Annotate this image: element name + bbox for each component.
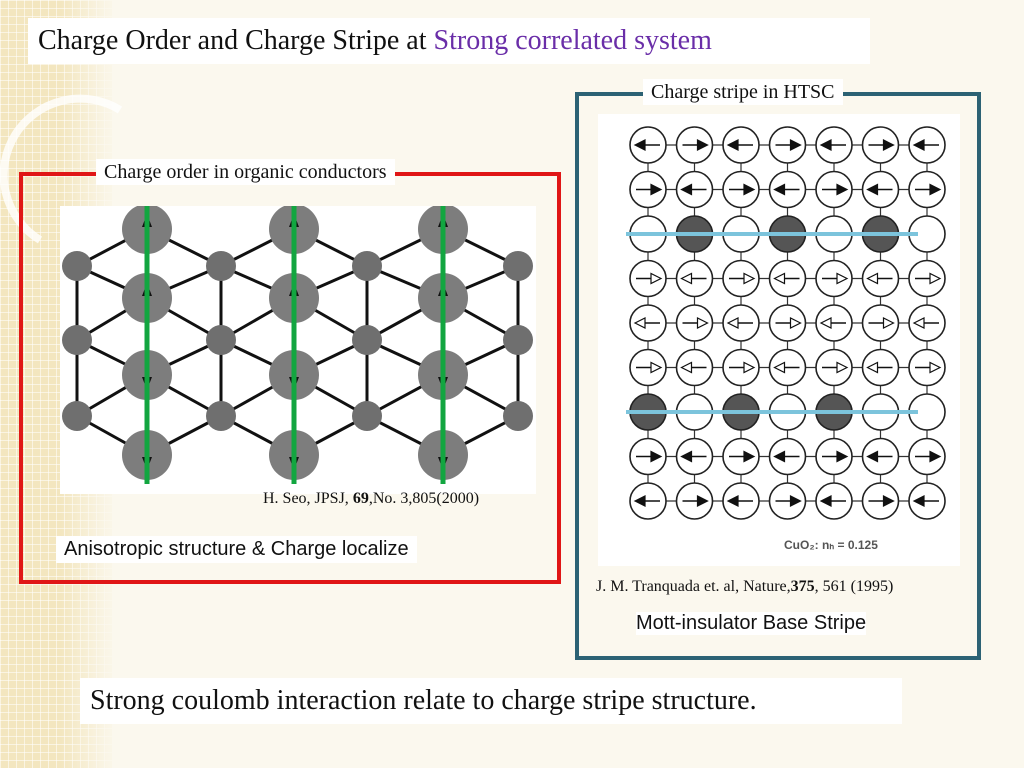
- spin-arrow-head: [929, 361, 942, 374]
- htsc-stripe-figure: CuO₂: nₕ = 0.125: [598, 114, 960, 566]
- spin-arrow-head: [819, 317, 832, 329]
- bottom-statement: Strong coulomb interaction relate to cha…: [80, 678, 902, 724]
- spin-arrow-head: [819, 495, 832, 507]
- spin-arrow-head: [743, 272, 756, 285]
- spin-arrow-head: [696, 317, 709, 329]
- spin-arrow-head: [743, 183, 756, 196]
- spin-arrow-head: [633, 317, 646, 329]
- spin-arrow-head: [836, 361, 849, 374]
- spin-arrow-head: [650, 272, 663, 285]
- spin-arrow-head: [726, 317, 739, 329]
- spin-arrow-head: [789, 495, 802, 507]
- spin-arrow-head: [929, 272, 942, 285]
- spin-arrow-head: [680, 183, 693, 196]
- htsc-stripe-diagram: [626, 126, 946, 520]
- spin-arrow-head: [743, 361, 756, 374]
- neutral-site: [503, 401, 533, 431]
- neutral-site: [62, 401, 92, 431]
- spin-arrow-head: [882, 317, 895, 329]
- spin-arrow-head: [789, 139, 802, 151]
- organic-citation: H. Seo, JPSJ, 69,No. 3,805(2000): [263, 490, 479, 508]
- neutral-site: [206, 251, 236, 281]
- slide-title: Charge Order and Charge Stripe at Strong…: [28, 18, 870, 64]
- spin-arrow-head: [929, 183, 942, 196]
- htsc-citation-pages: , 561 (1995): [814, 578, 894, 595]
- organic-lattice-figure: [60, 202, 536, 494]
- neutral-site: [352, 251, 382, 281]
- spin-arrow-head: [650, 183, 663, 196]
- title-accent: Strong correlated system: [433, 25, 712, 56]
- spin-arrow-head: [866, 450, 879, 463]
- htsc-panel-label: Charge stripe in HTSC: [643, 79, 843, 105]
- spin-arrow-head: [819, 139, 832, 151]
- spin-arrow-head: [650, 450, 663, 463]
- organic-citation-text: H. Seo, JPSJ,: [263, 490, 353, 507]
- spin-arrow-head: [929, 450, 942, 463]
- htsc-citation: J. M. Tranquada et. al, Nature,375, 561 …: [596, 578, 893, 596]
- neutral-site: [503, 325, 533, 355]
- organic-citation-volume: 69: [352, 490, 369, 507]
- spin-arrow-head: [866, 361, 879, 374]
- spin-arrow-head: [773, 450, 786, 463]
- spin-arrow-head: [836, 183, 849, 196]
- title-prefix: Charge Order and Charge Stripe at: [38, 25, 434, 56]
- neutral-site: [503, 251, 533, 281]
- organic-caption: Anisotropic structure & Charge localize: [56, 536, 417, 563]
- neutral-site: [206, 401, 236, 431]
- spin-arrow-head: [633, 495, 646, 507]
- spin-arrow-head: [882, 495, 895, 507]
- spin-arrow-head: [680, 361, 693, 374]
- spin-arrow-head: [912, 495, 925, 507]
- htsc-caption: Mott-insulator Base Stripe: [636, 612, 867, 635]
- spin-arrow-head: [633, 139, 646, 151]
- htsc-figure-caption: CuO₂: nₕ = 0.125: [784, 538, 878, 552]
- spin-arrow-head: [726, 495, 739, 507]
- neutral-site: [62, 325, 92, 355]
- spin-arrow-head: [882, 139, 895, 151]
- spin-arrow-head: [773, 183, 786, 196]
- spin-arrow-head: [912, 139, 925, 151]
- spin-arrow-head: [726, 139, 739, 151]
- spin-arrow-head: [912, 317, 925, 329]
- neutral-site: [62, 251, 92, 281]
- spin-arrow-head: [866, 183, 879, 196]
- spin-arrow-head: [773, 272, 786, 285]
- organic-citation-pages: ,No. 3,805(2000): [368, 490, 480, 507]
- spin-arrow-head: [866, 272, 879, 285]
- spin-arrow-head: [696, 495, 709, 507]
- neutral-site: [352, 401, 382, 431]
- organic-panel-label: Charge order in organic conductors: [96, 159, 395, 185]
- spin-arrow-head: [836, 272, 849, 285]
- spin-arrow-head: [743, 450, 756, 463]
- spin-arrow-head: [680, 450, 693, 463]
- neutral-site: [206, 325, 236, 355]
- spin-arrow-head: [836, 450, 849, 463]
- htsc-citation-text: J. M. Tranquada et. al, Nature,: [596, 578, 791, 595]
- spin-arrow-head: [650, 361, 663, 374]
- htsc-citation-volume: 375: [790, 578, 815, 595]
- neutral-site: [352, 325, 382, 355]
- spin-arrow-head: [789, 317, 802, 329]
- organic-lattice-diagram: [62, 202, 533, 484]
- spin-arrow-head: [773, 361, 786, 374]
- spin-arrow-head: [696, 139, 709, 151]
- spin-arrow-head: [680, 272, 693, 285]
- lattice-bonds: [75, 227, 520, 457]
- decorative-arc: [0, 94, 123, 244]
